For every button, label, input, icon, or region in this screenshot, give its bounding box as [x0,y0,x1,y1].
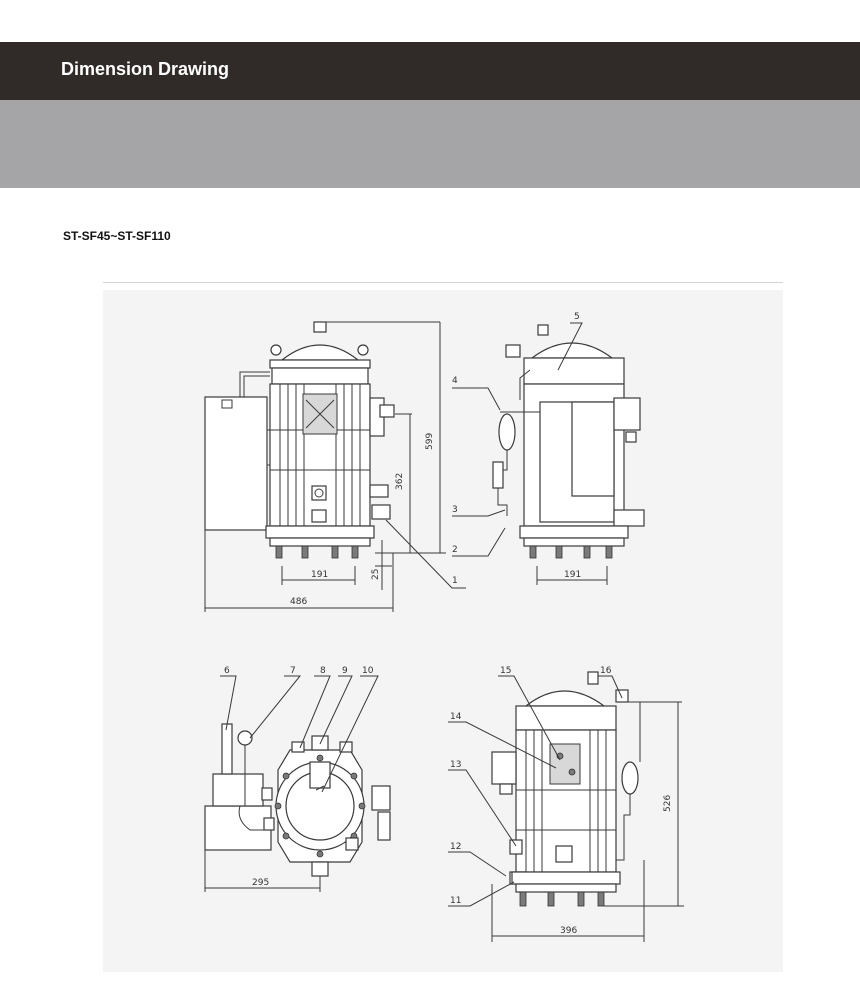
terminal-box [302,393,338,435]
callout-2: 2 [452,545,458,555]
callout-7: 7 [290,666,296,676]
side-top-cover [530,342,614,359]
dim-396: 396 [560,926,577,936]
dim-25: 25 [371,569,381,580]
banner-band [0,100,860,188]
model-label: ST-SF45~ST-SF110 [63,229,171,243]
top-cover [280,344,360,361]
rear-top-cover [524,690,606,707]
dim-362: 362 [395,473,405,490]
page-title: Dimension Drawing [61,59,230,79]
dim-599: 599 [425,433,435,450]
dim-191-side: 191 [564,570,581,580]
front-view [204,321,466,612]
top-electrical-box [204,805,272,851]
side-view [452,322,645,585]
callout-1: 1 [452,576,458,586]
top-view [204,675,391,892]
callout-9: 9 [342,666,348,676]
callout-16: 16 [600,666,612,676]
electrical-box [204,396,268,531]
dim-295: 295 [252,878,269,888]
callout-14: 14 [450,712,462,722]
header-bar: Dimension Drawing [0,42,860,100]
callout-3: 3 [452,505,458,515]
base-plate [265,525,375,539]
oil-sight [498,413,516,451]
rear-view [448,671,684,942]
callout-12: 12 [450,842,461,852]
callout-11: 11 [450,896,461,906]
dim-191-front: 191 [311,570,328,580]
callout-4: 4 [452,376,458,386]
callout-6: 6 [224,666,230,676]
callout-8: 8 [320,666,326,676]
callout-10: 10 [362,666,374,676]
callout-5: 5 [574,312,580,322]
dim-486: 486 [290,597,307,607]
callout-13: 13 [450,760,461,770]
callout-15: 15 [500,666,511,676]
dim-526: 526 [663,795,673,812]
divider [103,282,783,283]
